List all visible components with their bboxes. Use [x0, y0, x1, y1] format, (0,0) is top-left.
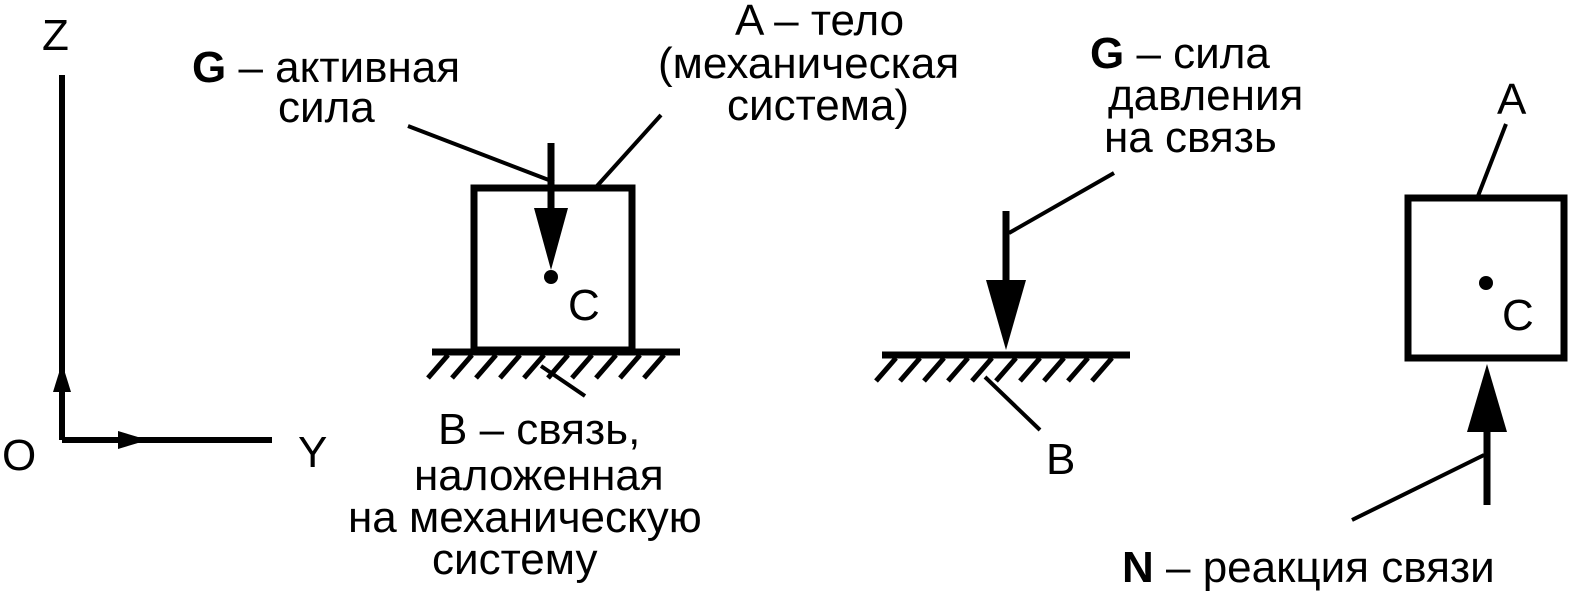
- constraint-label-line4: систему: [432, 535, 597, 584]
- pressure-force-leader-line: [1008, 171, 1115, 235]
- hatching: [426, 353, 666, 380]
- body-label-line3: система): [727, 81, 909, 130]
- pressure-force-arrowhead: [986, 280, 1026, 350]
- body-label: A: [1497, 75, 1527, 124]
- centroid-c-dot: [1479, 276, 1493, 290]
- force-label: G – активная: [192, 43, 460, 92]
- body-label-line1: A – тело: [735, 0, 904, 45]
- pressure-force-label: G – сила: [1090, 29, 1270, 78]
- constraint-label: B: [1046, 435, 1075, 484]
- reaction-leader-line: [1351, 453, 1485, 522]
- body-leader-line: [595, 113, 663, 188]
- constraint-label-line3: на механическую: [348, 493, 702, 542]
- constraint-leader-line: [539, 364, 587, 398]
- active-force-arrowhead: [534, 208, 568, 270]
- body-a-box: [1404, 194, 1568, 362]
- constraint-label-line1: B – связь,: [438, 405, 640, 454]
- right-figure: C A N – реакция связи: [1122, 75, 1568, 592]
- pressure-force-label-line2: давления: [1108, 71, 1303, 120]
- reaction-label: N – реакция связи: [1122, 543, 1495, 592]
- centroid-c-dot: [544, 270, 558, 284]
- constraint-leader-line: [983, 375, 1042, 432]
- middle-figure: G – сила давления на связь B: [874, 29, 1303, 484]
- constraint-label-line2: наложенная: [414, 451, 664, 500]
- hatching: [874, 356, 1114, 383]
- coordinate-axes: Z Y O: [2, 11, 327, 480]
- force-leader-line: [407, 124, 555, 184]
- pressure-force-label-line3: на связь: [1104, 113, 1277, 162]
- origin-label: O: [2, 431, 36, 480]
- reaction-arrowhead: [1467, 364, 1507, 432]
- y-axis-arrow: [118, 431, 148, 449]
- centroid-c-label: C: [1502, 291, 1534, 340]
- body-leader-line: [1476, 123, 1508, 197]
- left-figure: C G – активная сила A – тело (механическ…: [192, 0, 959, 584]
- z-axis-label: Z: [42, 11, 69, 60]
- centroid-c-label: C: [568, 281, 600, 330]
- z-axis-arrow: [53, 363, 71, 392]
- force-label-line2: сила: [278, 83, 375, 132]
- body-label-line2: (механическая: [658, 39, 959, 88]
- y-axis-label: Y: [298, 428, 327, 477]
